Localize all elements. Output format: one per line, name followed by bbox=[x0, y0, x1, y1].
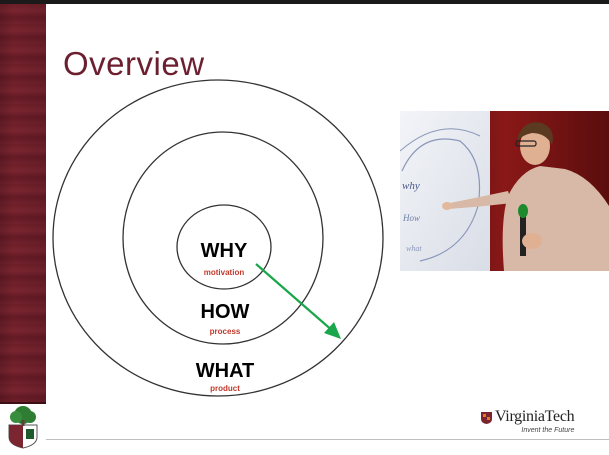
tree-crest-icon bbox=[6, 405, 40, 449]
svg-text:How: How bbox=[402, 213, 420, 223]
top-bar bbox=[0, 0, 609, 4]
arrow-icon bbox=[255, 263, 341, 339]
why-sublabel: motivation bbox=[204, 268, 245, 277]
logo-name: VirginiaTech bbox=[495, 408, 575, 425]
why-label: WHY bbox=[201, 240, 248, 262]
how-circle bbox=[122, 131, 324, 345]
maroon-sidebar bbox=[0, 4, 46, 402]
what-label: WHAT bbox=[196, 360, 255, 382]
virginia-tech-logo: VirginiaTech Invent the Future bbox=[481, 409, 589, 439]
what-sublabel: product bbox=[210, 384, 240, 393]
svg-text:why: why bbox=[402, 180, 420, 192]
logo-tagline: Invent the Future bbox=[521, 427, 575, 434]
svg-text:what: what bbox=[406, 244, 422, 253]
how-sublabel: process bbox=[210, 327, 241, 336]
why-circle bbox=[176, 204, 272, 290]
speaker-photo: why How what bbox=[400, 111, 609, 271]
footer-divider bbox=[46, 439, 609, 440]
how-label: HOW bbox=[201, 301, 250, 323]
what-circle bbox=[52, 79, 384, 397]
vt-shield-icon bbox=[481, 412, 492, 424]
slide-title: Overview bbox=[63, 45, 205, 82]
sidebar-edge bbox=[0, 402, 46, 404]
